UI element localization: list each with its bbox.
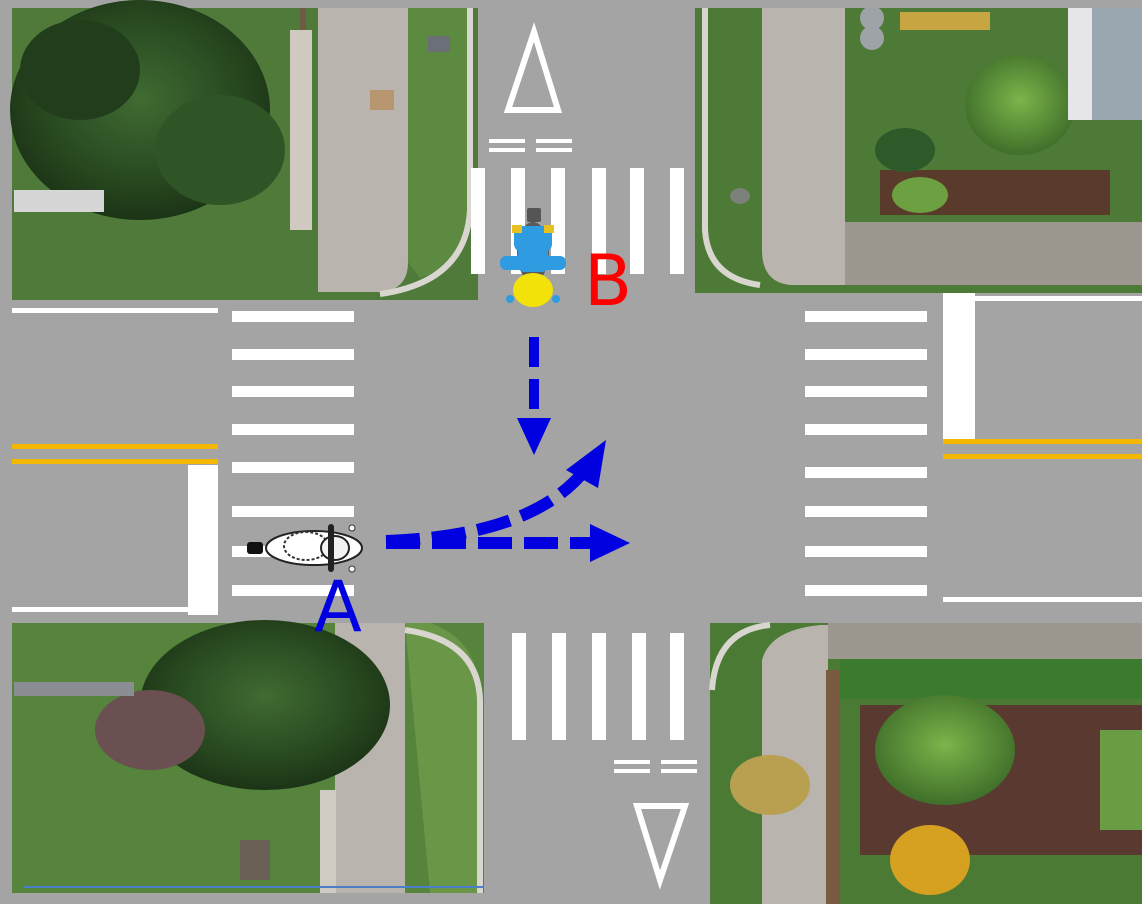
paved-path — [828, 623, 1142, 659]
label-vehicle-b: B — [584, 240, 633, 322]
paved-path — [845, 222, 1142, 285]
fence — [826, 670, 840, 904]
path-vehicle-a-left-turn — [385, 440, 606, 547]
path-vehicle-b-straight — [517, 337, 551, 455]
corner-southeast — [709, 622, 1142, 904]
curb — [709, 622, 771, 691]
gate-wall — [290, 30, 312, 230]
corner-northeast — [695, 6, 1142, 293]
label-vehicle-a: A — [314, 566, 362, 648]
crosswalk-south — [512, 633, 684, 740]
corner-northwest — [10, 0, 478, 300]
center-lines — [12, 439, 1142, 464]
curb — [379, 8, 473, 297]
triangle-arrow-icon — [503, 22, 563, 113]
triangle-arrow-icon — [632, 803, 690, 890]
curb — [702, 8, 761, 288]
road-edge-lines — [12, 293, 1142, 615]
path-vehicle-a-straight — [386, 524, 630, 562]
stop-lines — [489, 139, 697, 773]
crosswalk-east — [805, 311, 927, 596]
tree — [875, 695, 1015, 805]
tree — [140, 620, 390, 790]
curb — [404, 627, 483, 893]
corner-southwest — [12, 620, 484, 893]
motorcycle-icon — [247, 524, 363, 573]
hedge — [840, 659, 1142, 699]
bush — [965, 55, 1075, 155]
sidewalk — [762, 8, 845, 285]
motorcycle-icon — [500, 208, 566, 307]
driveway — [318, 8, 408, 292]
